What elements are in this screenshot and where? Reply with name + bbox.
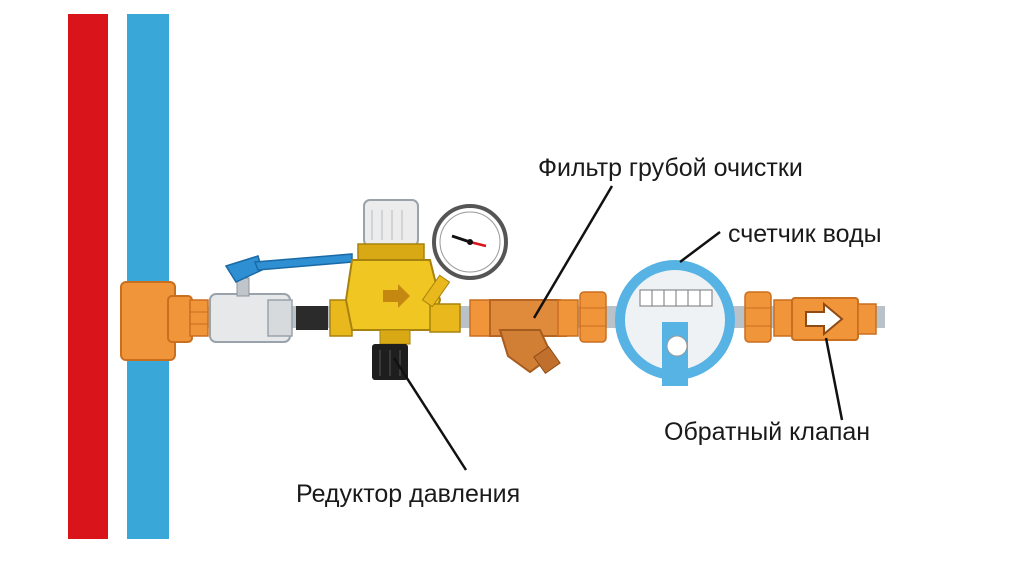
water-meter-label: счетчик воды <box>728 220 882 248</box>
pressure-reducer-label: Редуктор давления <box>296 480 521 508</box>
coupling <box>296 306 328 330</box>
cold-pipe <box>127 14 169 539</box>
strainer-icon <box>469 299 579 375</box>
tee-fitting-icon <box>120 281 193 361</box>
check-valve-label: Обратный клапан <box>664 418 871 446</box>
check-valve-leader-line <box>824 337 844 421</box>
filter-label: Фильтр грубой очистки <box>538 154 803 182</box>
water-meter-icon <box>615 260 735 386</box>
hex-nut-icon <box>189 299 209 337</box>
filter-leader-line <box>532 185 614 319</box>
pressure-reducer-icon <box>329 199 461 380</box>
hot-pipe <box>68 14 108 539</box>
check-valve-icon <box>791 297 877 341</box>
reducer-leader-line <box>392 357 468 471</box>
meter-leader-line <box>679 231 721 263</box>
hex-nut-icon <box>744 291 793 343</box>
hex-nut-icon <box>579 291 607 343</box>
pressure-gauge-icon <box>421 204 508 308</box>
